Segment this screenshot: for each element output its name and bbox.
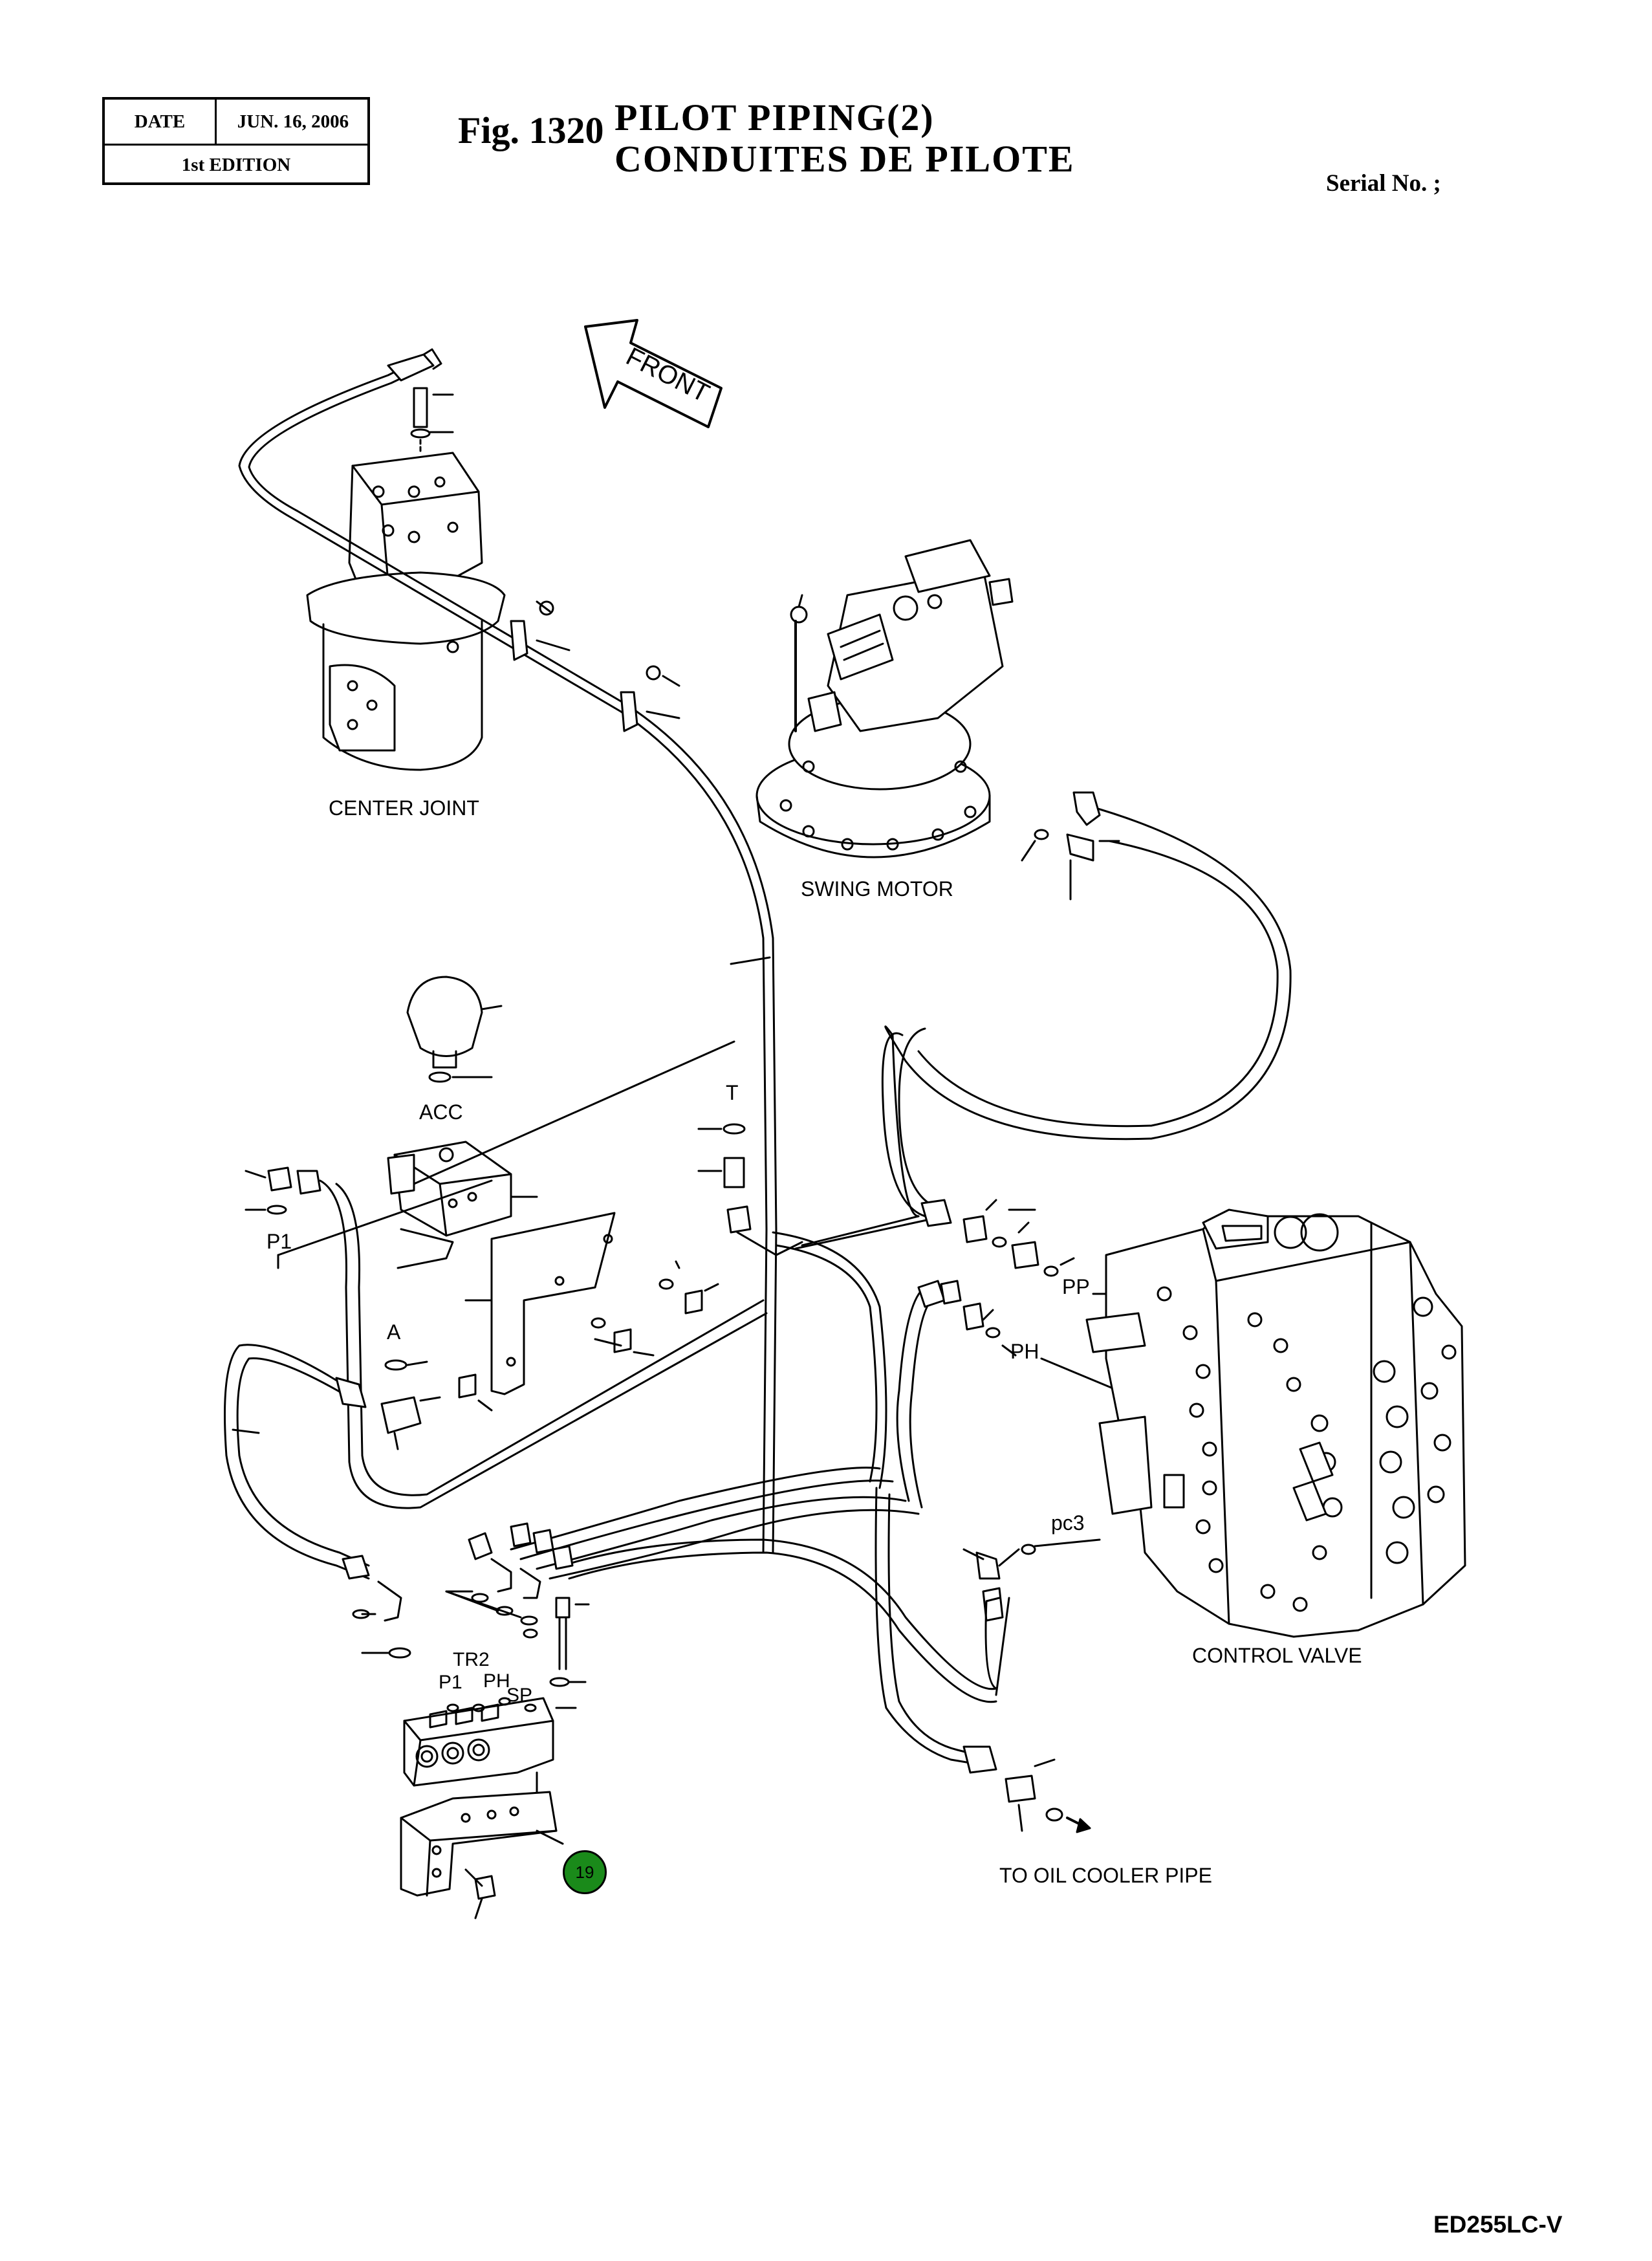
tr2-label: TR2 xyxy=(453,1649,490,1670)
block-upper-fittings xyxy=(445,1522,574,1639)
p1-left-label: P1 xyxy=(266,1230,292,1253)
p1-block-label: P1 xyxy=(439,1672,462,1693)
edition-box-row: DATE JUN. 16, 2006 xyxy=(105,100,367,146)
swing-motor-label: SWING MOTOR xyxy=(801,877,953,901)
serial-number: Serial No. ; xyxy=(1326,170,1441,197)
callout-number: 19 xyxy=(575,1862,594,1882)
edition-box: DATE JUN. 16, 2006 1st EDITION xyxy=(102,97,370,185)
swing-motor xyxy=(755,539,1014,858)
edition-label: 1st EDITION xyxy=(181,154,291,175)
pc3-label: pc3 xyxy=(1051,1511,1085,1535)
page-title-english: PILOT PIPING(2) xyxy=(614,96,935,138)
hose-clamp-2 xyxy=(620,665,680,732)
front-arrow: FRONT xyxy=(584,319,723,428)
t-label: T xyxy=(726,1081,739,1104)
lower-bracket xyxy=(400,1791,564,1897)
figure-number: Fig. 1320 xyxy=(458,109,604,151)
acc-label: ACC xyxy=(419,1100,463,1124)
pp-label: PP xyxy=(1062,1275,1090,1298)
pp-fittings xyxy=(920,1199,1075,1277)
acc-valve-block xyxy=(387,1141,538,1237)
oil-cooler-label: TO OIL COOLER PIPE xyxy=(999,1864,1212,1887)
center-joint xyxy=(306,387,506,771)
swing-motor-fittings xyxy=(1021,791,1120,901)
accumulator xyxy=(406,976,503,1083)
control-valve xyxy=(1085,1208,1466,1638)
bolts-and-washers xyxy=(458,1260,719,1412)
distribution-block xyxy=(403,1697,577,1787)
a-label: A xyxy=(387,1320,401,1344)
mounting-bracket xyxy=(464,1212,616,1395)
model-number: ED255LC-V xyxy=(1433,2211,1563,2238)
date-label: DATE xyxy=(105,100,217,144)
date-value: JUN. 16, 2006 xyxy=(237,111,349,132)
page-title-french: CONDUITES DE PILOTE xyxy=(614,138,1075,180)
callout-19[interactable]: 19 xyxy=(563,1850,607,1894)
ph-block-label: PH xyxy=(483,1670,510,1692)
ph-right-label: PH xyxy=(1010,1340,1039,1363)
p1-left-fittings xyxy=(245,1166,321,1215)
center-joint-label: CENTER JOINT xyxy=(329,796,479,820)
control-valve-label: CONTROL VALVE xyxy=(1192,1644,1362,1667)
hose-clamp-1 xyxy=(510,600,571,661)
